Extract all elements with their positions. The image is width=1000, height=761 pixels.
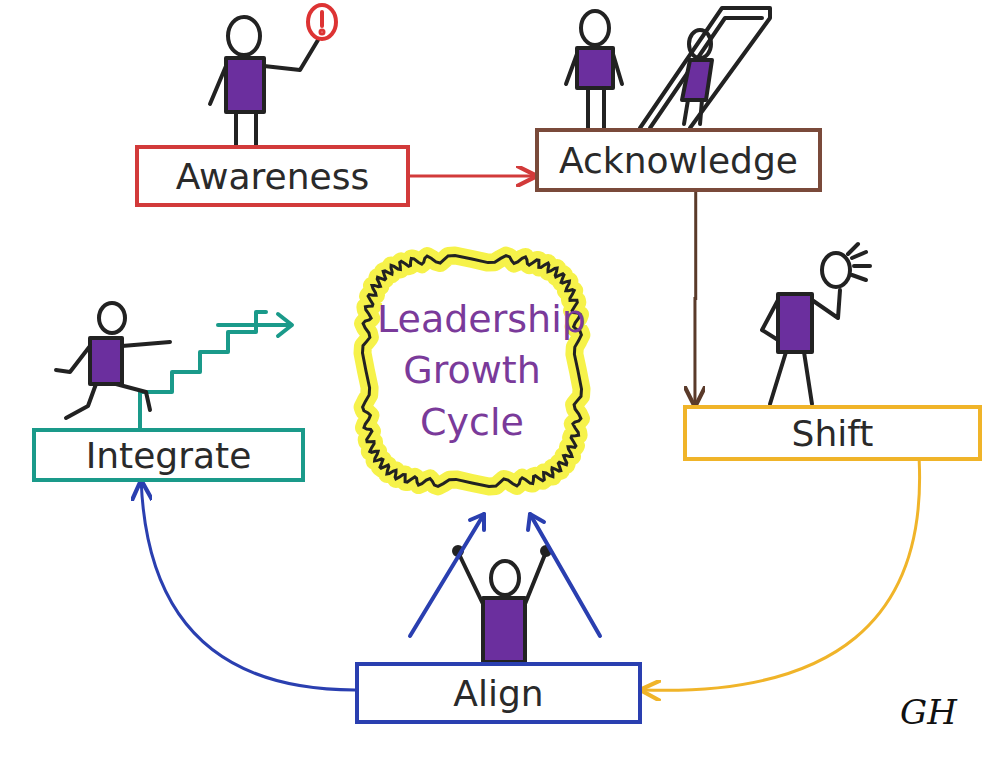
stage-label: Shift [792, 413, 874, 454]
cycle-arrow [642, 461, 920, 690]
mirror-figure [566, 8, 770, 128]
cycle-title: Leadership Growth Cycle [352, 245, 592, 497]
raised-arms-figure [410, 514, 600, 662]
wavy-border [363, 256, 582, 487]
thinking-figure [762, 244, 870, 404]
stage-label: Align [453, 673, 543, 714]
highlight-glow [363, 256, 582, 487]
stage-box: Shift [683, 405, 982, 461]
stage-label: Awareness [176, 156, 369, 197]
cycle-arrow [410, 175, 535, 178]
stage-box: Align [355, 662, 642, 724]
cycle-title-text: Leadership Growth Cycle [377, 294, 567, 448]
stage-label: Integrate [86, 435, 252, 476]
stage-label: Acknowledge [559, 140, 798, 181]
signature: GH [900, 692, 957, 732]
cycle-arrow [693, 192, 697, 405]
aware-figure [210, 5, 336, 146]
stage-box: Integrate [32, 428, 305, 482]
stair-figure [56, 303, 292, 428]
cycle-arrow [141, 482, 355, 690]
stage-box: Awareness [135, 145, 410, 207]
stage-box: Acknowledge [535, 128, 822, 192]
